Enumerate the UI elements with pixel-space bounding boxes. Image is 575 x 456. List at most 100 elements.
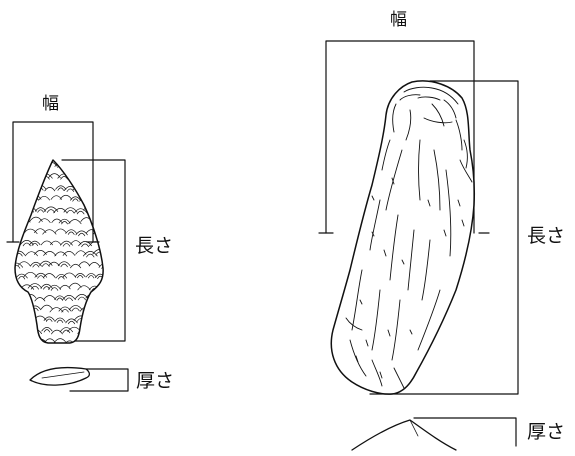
- flake-scar: [39, 260, 53, 266]
- flake-scar: [28, 328, 42, 334]
- flake-scar-inner: [72, 198, 79, 202]
- flake-scar-inner: [56, 297, 63, 301]
- left-thickness-label: 厚さ: [136, 370, 175, 392]
- flake-scar: [24, 183, 37, 189]
- flake-scar-inner: [101, 265, 104, 269]
- flake-scar: [15, 163, 27, 169]
- flake-scar: [94, 273, 104, 278]
- flake-scar: [48, 261, 60, 267]
- flake-scar: [38, 195, 51, 201]
- flake-scar: [77, 285, 91, 291]
- right-width-bracket: [325, 40, 475, 234]
- left-length-bracket: [61, 159, 126, 342]
- right-width-label: 幅: [390, 10, 407, 30]
- flake-scar: [68, 305, 83, 311]
- flake-scar-inner: [58, 276, 65, 280]
- left-arrowhead-group: [6, 121, 129, 392]
- flake-scar: [98, 263, 104, 268]
- flake-scar: [95, 317, 104, 323]
- flake-scar: [53, 207, 68, 214]
- flake-scar-inner: [43, 329, 51, 333]
- flake-scar: [98, 197, 104, 202]
- flake-scar: [70, 196, 81, 201]
- flake-scar-inner: [65, 163, 74, 168]
- flake-scar-inner: [67, 231, 75, 235]
- flake-scar-inner: [95, 251, 104, 256]
- flake-scar: [51, 329, 63, 335]
- flake-scar: [70, 173, 84, 179]
- flake-scar: [41, 327, 53, 332]
- flake-scar: [74, 294, 89, 300]
- flake-scar: [15, 329, 23, 334]
- flake-scar-inner: [21, 176, 29, 180]
- flake-scar-inner: [97, 188, 104, 192]
- flake-scar: [40, 283, 53, 289]
- right-flake-detail-lines: [345, 86, 473, 389]
- flake-scar: [58, 306, 72, 312]
- left-thickness-bracket: [69, 368, 129, 392]
- flake-scar: [15, 273, 28, 279]
- flake-scar-inner: [60, 176, 68, 180]
- flake-scar: [70, 240, 82, 245]
- flake-scar: [62, 272, 77, 278]
- flake-scar-inner: [80, 331, 89, 335]
- flake-scar: [57, 173, 71, 179]
- flake-scar-inner: [66, 188, 75, 192]
- flake-scar: [75, 250, 87, 255]
- flake-scar: [50, 240, 62, 246]
- flake-scar-inner: [37, 165, 45, 169]
- flake-scar-inner: [66, 209, 75, 214]
- flake-scar: [90, 196, 103, 202]
- flake-scar-inner: [97, 209, 104, 213]
- right-thickness-label: 厚さ: [527, 421, 566, 443]
- flake-scar: [43, 206, 59, 212]
- flake-scar: [53, 338, 67, 343]
- flake-scar: [34, 297, 46, 302]
- flake-scar: [93, 164, 104, 170]
- flake-scar-inner: [95, 232, 104, 236]
- flake-scar-inner: [56, 319, 64, 323]
- flake-scar: [23, 206, 37, 212]
- flake-scar-inner: [61, 221, 68, 225]
- flake-scar-inner: [100, 177, 104, 181]
- flake-scar: [74, 208, 88, 214]
- flake-scar-inner: [27, 165, 34, 169]
- flake-scar-inner: [50, 287, 59, 291]
- right-thickness-profile: [351, 419, 457, 451]
- right-flake-group: [318, 40, 519, 451]
- flake-scar: [83, 162, 97, 169]
- flake-scar: [94, 206, 104, 212]
- flake-scar: [54, 317, 66, 322]
- flake-scar: [29, 305, 42, 311]
- flake-scar-inner: [76, 210, 85, 215]
- flake-scar-inner: [17, 340, 25, 343]
- flake-scar-inner: [81, 243, 90, 248]
- left-arrowhead-flake-scars: [15, 161, 104, 343]
- flake-scar: [51, 218, 63, 223]
- right-thickness-profile-ridge: [409, 419, 419, 437]
- flake-scar: [93, 295, 104, 301]
- flake-scar: [43, 251, 57, 256]
- flake-scar-inner: [22, 242, 31, 247]
- flake-scar-inner: [65, 297, 73, 302]
- flake-scar-inner: [102, 329, 104, 333]
- flake-scar-inner: [31, 242, 39, 247]
- flake-scar: [32, 184, 47, 190]
- flake-scar-inner: [57, 187, 64, 191]
- flake-scar: [83, 251, 98, 257]
- flake-scar: [88, 262, 100, 267]
- flake-scar-inner: [46, 209, 56, 213]
- flake-scar: [99, 306, 104, 311]
- flake-scar-inner: [71, 307, 80, 312]
- flake-scar-inner: [16, 209, 23, 213]
- flake-scar-inner: [31, 307, 39, 312]
- flake-scar: [15, 250, 26, 256]
- flake-scar: [100, 327, 104, 332]
- flake-scar-inner: [17, 188, 26, 192]
- flake-scar: [84, 317, 96, 322]
- flake-scar: [57, 261, 71, 267]
- flake-scar: [18, 328, 33, 334]
- flake-scar: [23, 228, 38, 235]
- flake-scar: [58, 218, 71, 224]
